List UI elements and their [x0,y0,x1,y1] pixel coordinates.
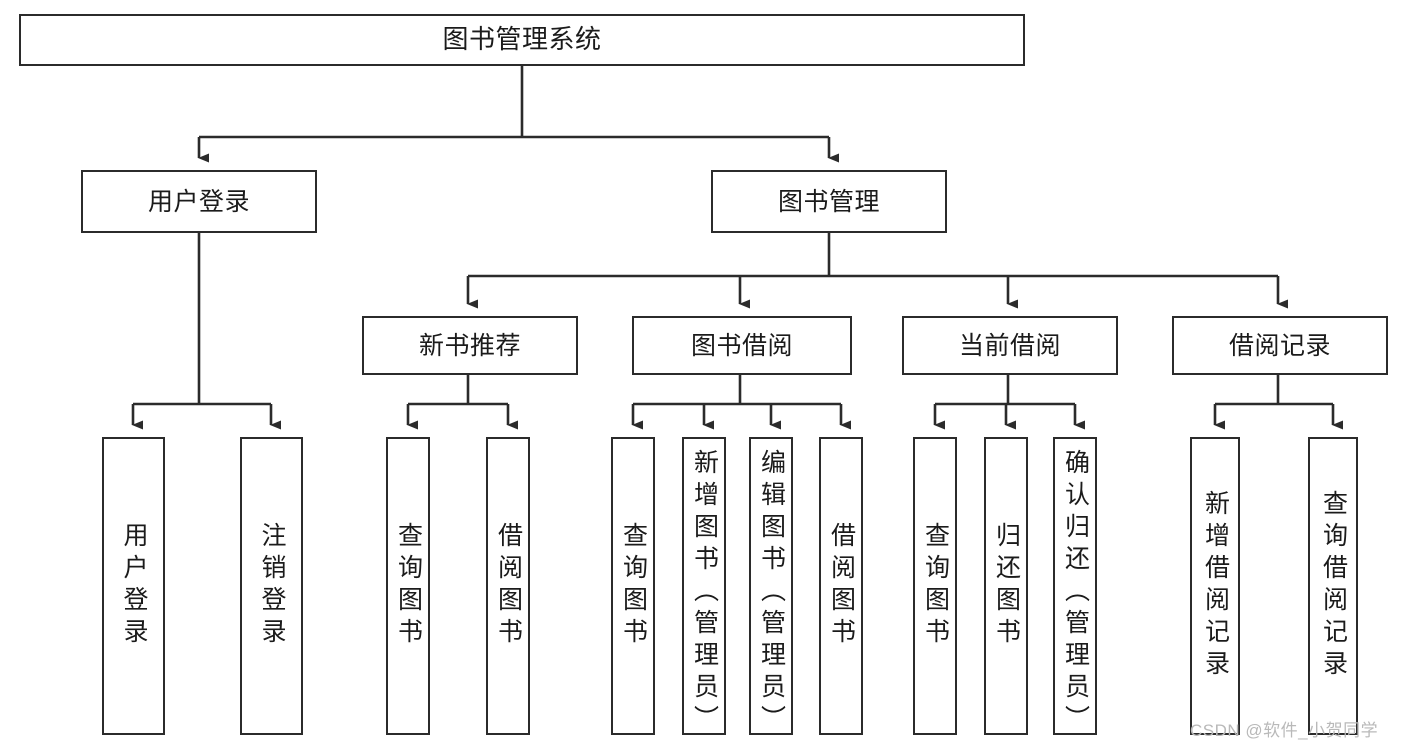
node-new-book-recommend-label: 新书推荐 [418,331,521,360]
leaf-logout-label: 注销登录 [258,522,286,650]
leaf-query-borrow-record-label: 查询借阅记录 [1319,490,1348,682]
leaf-borrow-book-recommend[interactable]: 借阅图书 [486,437,530,735]
node-current-borrow[interactable]: 当前借阅 [902,316,1118,375]
node-book-management[interactable]: 图书管理 [711,170,947,233]
leaf-user-login[interactable]: 用户登录 [102,437,165,735]
node-user-login-label: 用户登录 [147,187,250,216]
leaf-borrow-book-recommend-label: 借阅图书 [494,522,523,650]
leaf-confirm-return-admin-label: 确认归还（管理员） [1061,449,1090,737]
csdn-watermark: CSDN @软件_小贺同学 [1190,721,1379,740]
node-user-login[interactable]: 用户登录 [81,170,317,233]
leaf-query-book-current-label: 查询图书 [921,522,950,650]
leaf-borrow-book-label: 借阅图书 [827,522,856,650]
node-root-label: 图书管理系统 [442,24,602,55]
node-borrow-record-label: 借阅记录 [1228,331,1331,360]
leaf-query-book-current[interactable]: 查询图书 [913,437,957,735]
node-root[interactable]: 图书管理系统 [19,14,1025,66]
node-new-book-recommend[interactable]: 新书推荐 [362,316,578,375]
leaf-add-borrow-record[interactable]: 新增借阅记录 [1190,437,1240,735]
leaf-logout[interactable]: 注销登录 [240,437,303,735]
leaf-query-book-recommend[interactable]: 查询图书 [386,437,430,735]
leaf-query-book-recommend-label: 查询图书 [394,522,423,650]
leaf-add-book-admin-label: 新增图书（管理员） [690,449,719,737]
node-book-borrow-label: 图书借阅 [690,331,793,360]
leaf-return-book[interactable]: 归还图书 [984,437,1028,735]
leaf-edit-book-admin-label: 编辑图书（管理员） [757,449,786,737]
leaf-user-login-label: 用户登录 [120,522,148,650]
leaf-return-book-label: 归还图书 [992,522,1021,650]
node-book-borrow[interactable]: 图书借阅 [632,316,852,375]
node-borrow-record[interactable]: 借阅记录 [1172,316,1388,375]
node-book-management-label: 图书管理 [777,187,880,216]
leaf-confirm-return-admin[interactable]: 确认归还（管理员） [1053,437,1097,737]
node-current-borrow-label: 当前借阅 [958,331,1061,360]
leaf-add-borrow-record-label: 新增借阅记录 [1201,490,1230,682]
leaf-query-book-borrow-label: 查询图书 [619,522,648,650]
leaf-edit-book-admin[interactable]: 编辑图书（管理员） [749,437,793,737]
leaf-query-book-borrow[interactable]: 查询图书 [611,437,655,735]
leaf-borrow-book[interactable]: 借阅图书 [819,437,863,735]
leaf-add-book-admin[interactable]: 新增图书（管理员） [682,437,726,737]
leaf-query-borrow-record[interactable]: 查询借阅记录 [1308,437,1358,735]
